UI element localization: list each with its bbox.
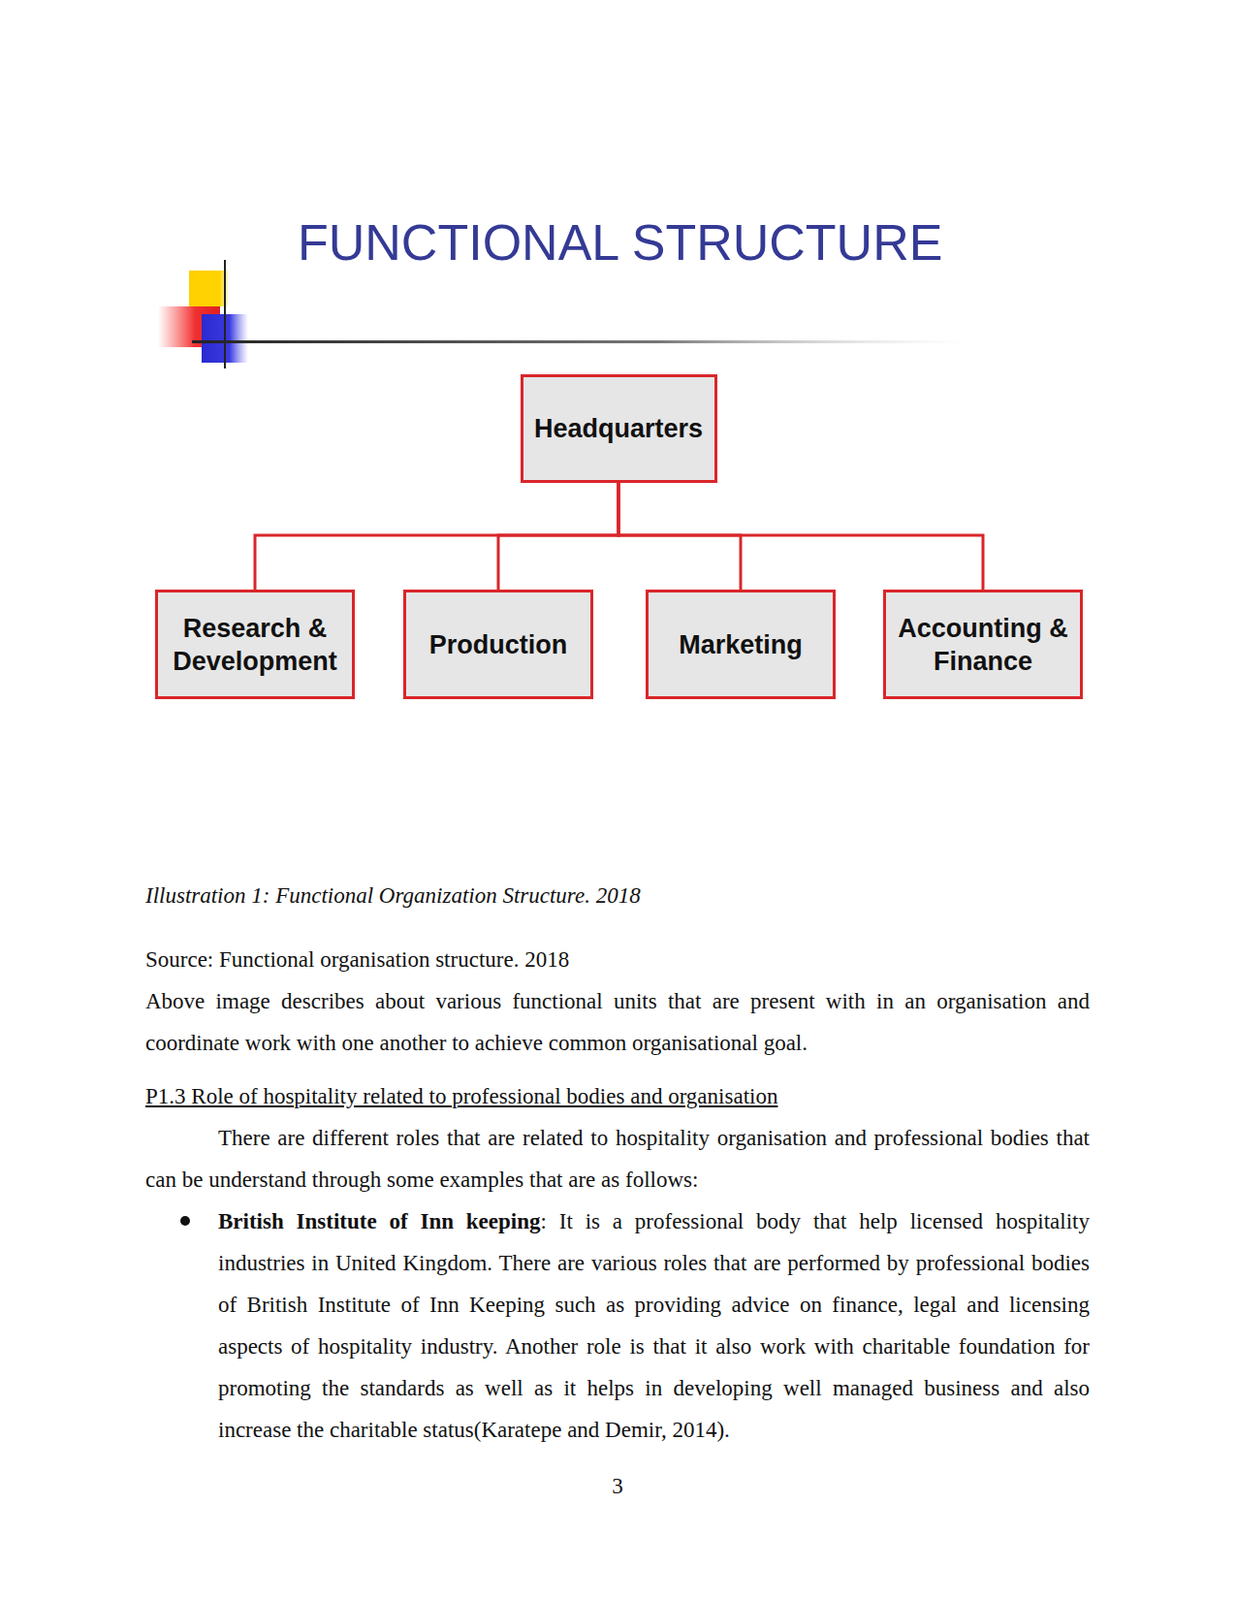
node-text-stack: Production — [423, 628, 574, 662]
figure-caption: Illustration 1: Functional Organization … — [145, 874, 1090, 917]
node-text-stack: Accounting & Finance — [886, 611, 1080, 678]
bullet-term: British Institute of Inn keeping — [218, 1208, 541, 1234]
body-paragraph: Above image describes about various func… — [145, 980, 1090, 1064]
source-line: Source: Functional organisation structur… — [145, 938, 1090, 981]
body-paragraph: There are different roles that are relat… — [145, 1116, 1090, 1201]
node-label: Headquarters — [528, 412, 709, 445]
node-label: Research & Development — [158, 611, 352, 678]
org-connector — [498, 482, 619, 590]
yellow-square — [189, 270, 228, 307]
node-label: Production — [423, 628, 574, 662]
node-label: Marketing — [672, 628, 809, 662]
vertical-rule — [223, 259, 226, 369]
horizontal-rule — [191, 340, 970, 344]
org-connector — [254, 482, 619, 590]
page-number: 3 — [520, 1464, 715, 1507]
bullet-text: : It is a professional body that help li… — [218, 1208, 1090, 1442]
bullet-paragraph: British Institute of Inn keeping: It is … — [218, 1200, 1090, 1451]
node-text-stack: Research & Development — [158, 611, 352, 678]
headquarters-box: Headquarters — [520, 374, 718, 483]
bullet-dot — [180, 1215, 191, 1226]
department-box: Research & Development — [155, 589, 355, 699]
diagram-title: FUNCTIONAL STRUCTURE — [297, 213, 943, 272]
department-box: Marketing — [645, 589, 836, 699]
node-label: Accounting & Finance — [886, 611, 1080, 678]
department-box: Accounting & Finance — [883, 589, 1083, 699]
department-box: Production — [403, 589, 594, 699]
section-heading: P1.3 Role of hospitality related to prof… — [145, 1075, 1090, 1117]
org-connector — [618, 482, 983, 590]
node-text-stack: Marketing — [672, 628, 809, 662]
node-text-stack: Headquarters — [528, 412, 709, 445]
